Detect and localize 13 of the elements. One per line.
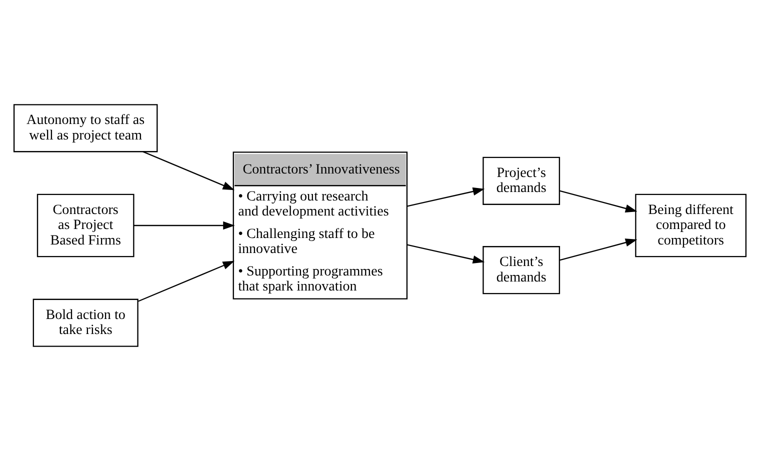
node-box: Autonomy to staff as well as project team — [13, 104, 158, 152]
node-box: Project’s demands — [482, 156, 560, 204]
node-box: Bold action to take risks — [32, 298, 138, 346]
arrow — [407, 186, 485, 206]
arrow — [559, 190, 638, 212]
arrow — [134, 220, 235, 230]
node-box: Being different compared to competitors — [635, 193, 747, 257]
node-box: Client’s demands — [482, 246, 560, 294]
arrow — [138, 260, 235, 302]
arrow — [559, 238, 638, 260]
arrow — [407, 244, 485, 264]
node-box: Contractors as Project Based Firms — [36, 193, 134, 257]
arrow — [142, 150, 235, 190]
